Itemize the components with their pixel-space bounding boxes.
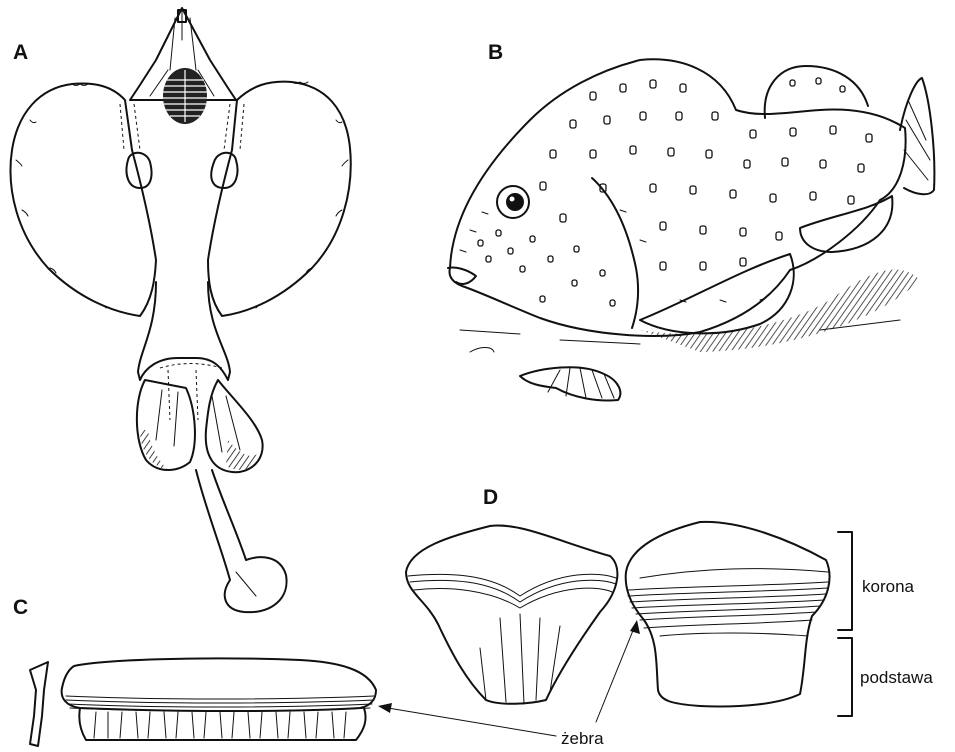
arrow-to-panel-c [378,703,392,713]
tail [196,470,287,612]
arrow-to-panel-d [630,620,640,634]
panel-label-a: A [13,41,28,64]
sea-floor-fossil [520,367,620,400]
label-ribs: żebra [561,729,604,748]
body-trunk [138,282,230,380]
right-pectoral-fin [208,82,351,316]
crown-bracket [838,532,852,630]
panel-b-lateral-view: B [448,41,934,401]
label-base: podstawa [860,668,933,687]
label-crown: korona [862,577,915,596]
base-bracket [838,638,852,716]
left-pelvic-fin [137,380,195,470]
tooth-left [406,525,617,703]
tooth-right [626,522,830,707]
panel-d-tooth-plates: D korona podstawa żebra [378,486,933,748]
tooth-side-piece [30,662,48,746]
panel-label-c: C [13,596,28,619]
panel-label-b: B [488,41,503,64]
panel-c-tooth-plate: C [13,596,376,746]
left-pectoral-fin [11,84,157,316]
panel-a-ventral-view: A [11,8,351,612]
panel-label-d: D [483,486,498,509]
